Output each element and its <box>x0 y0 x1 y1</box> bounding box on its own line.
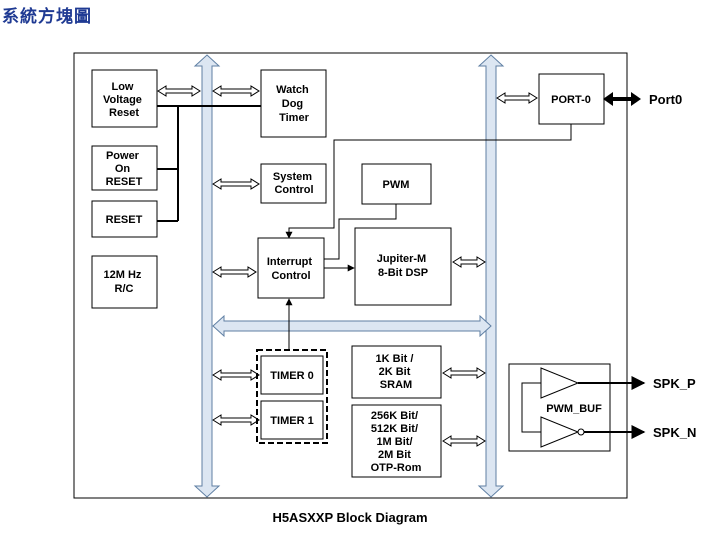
chip-boundary <box>73 52 628 499</box>
rc-oscillator-block <box>91 255 158 309</box>
internal-horizontal-bus <box>212 314 492 338</box>
jupiter-dsp-block <box>354 227 452 306</box>
pwm-block <box>361 163 432 205</box>
port0-bidirectional-arrow <box>603 92 641 106</box>
int-bus-connector <box>212 266 257 278</box>
port0-block <box>538 73 605 125</box>
interrupt-control-label: Interrupt Control <box>267 256 315 282</box>
reset-label: RESET <box>106 214 143 226</box>
pwm-buf-internal-wire <box>521 382 541 433</box>
low-voltage-reset-block <box>91 69 158 128</box>
pwm-label: PWM <box>383 179 410 191</box>
spk-n-pin-label: SPK_N <box>653 425 696 440</box>
port0-pin-label: Port0 <box>649 92 682 107</box>
lvr-bus-connector <box>157 85 201 97</box>
jupiter-dsp-label: Jupiter-M 8-Bit DSP <box>377 253 430 279</box>
port0-bus-connector <box>496 92 538 104</box>
timer0-label: TIMER 0 <box>270 370 313 382</box>
dsp-bus-connector <box>452 256 486 268</box>
system-control-block <box>260 163 327 204</box>
pwm-buf-label: PWM_BUF <box>546 403 602 415</box>
page-heading: 系統方塊圖 <box>2 7 92 27</box>
reset-wiring <box>157 105 261 222</box>
rom-bus-connector <box>442 435 486 447</box>
timer0-block <box>260 355 324 395</box>
sram-label: 1K Bit / 2K Bit SRAM <box>376 353 417 391</box>
pwm-buf-inverter-bubble <box>577 428 585 436</box>
rc-oscillator-label: 12M Hz R/C <box>104 269 145 295</box>
timer1-bus-connector <box>212 414 260 426</box>
wdt-bus-connector <box>212 85 260 97</box>
reset-block <box>91 200 158 238</box>
right-vertical-bus <box>477 54 505 498</box>
sram-block <box>351 345 442 399</box>
bus-connectors <box>157 85 538 447</box>
port0-label: PORT-0 <box>551 94 591 106</box>
timer1-block <box>260 400 324 440</box>
spk-p-pin-label: SPK_P <box>653 376 696 391</box>
timer0-bus-connector <box>212 369 260 381</box>
sram-bus-connector <box>442 367 486 379</box>
timer1-label: TIMER 1 <box>270 415 313 427</box>
otp-rom-block <box>351 404 442 478</box>
otp-rom-label: 256K Bit/ 512K Bit/ 1M Bit/ 2M Bit OTP-R… <box>371 410 422 474</box>
system-control-label: System Control <box>273 171 315 196</box>
watch-dog-timer-block <box>260 69 327 138</box>
timer-group-dashed-box <box>256 349 328 444</box>
power-on-reset-label: Power On RESET <box>106 150 143 188</box>
interrupt-control-block <box>257 237 325 299</box>
watch-dog-timer-label: Watch Dog Timer <box>276 84 312 124</box>
diagram-caption: H5ASXXP Block Diagram <box>272 510 427 525</box>
low-voltage-reset-label: Low Voltage Reset <box>103 81 145 119</box>
left-vertical-bus <box>193 54 221 498</box>
port0-to-interrupt-line <box>285 124 572 239</box>
pwm-to-interrupt-line <box>324 204 397 260</box>
sysctl-bus-connector <box>212 178 260 190</box>
